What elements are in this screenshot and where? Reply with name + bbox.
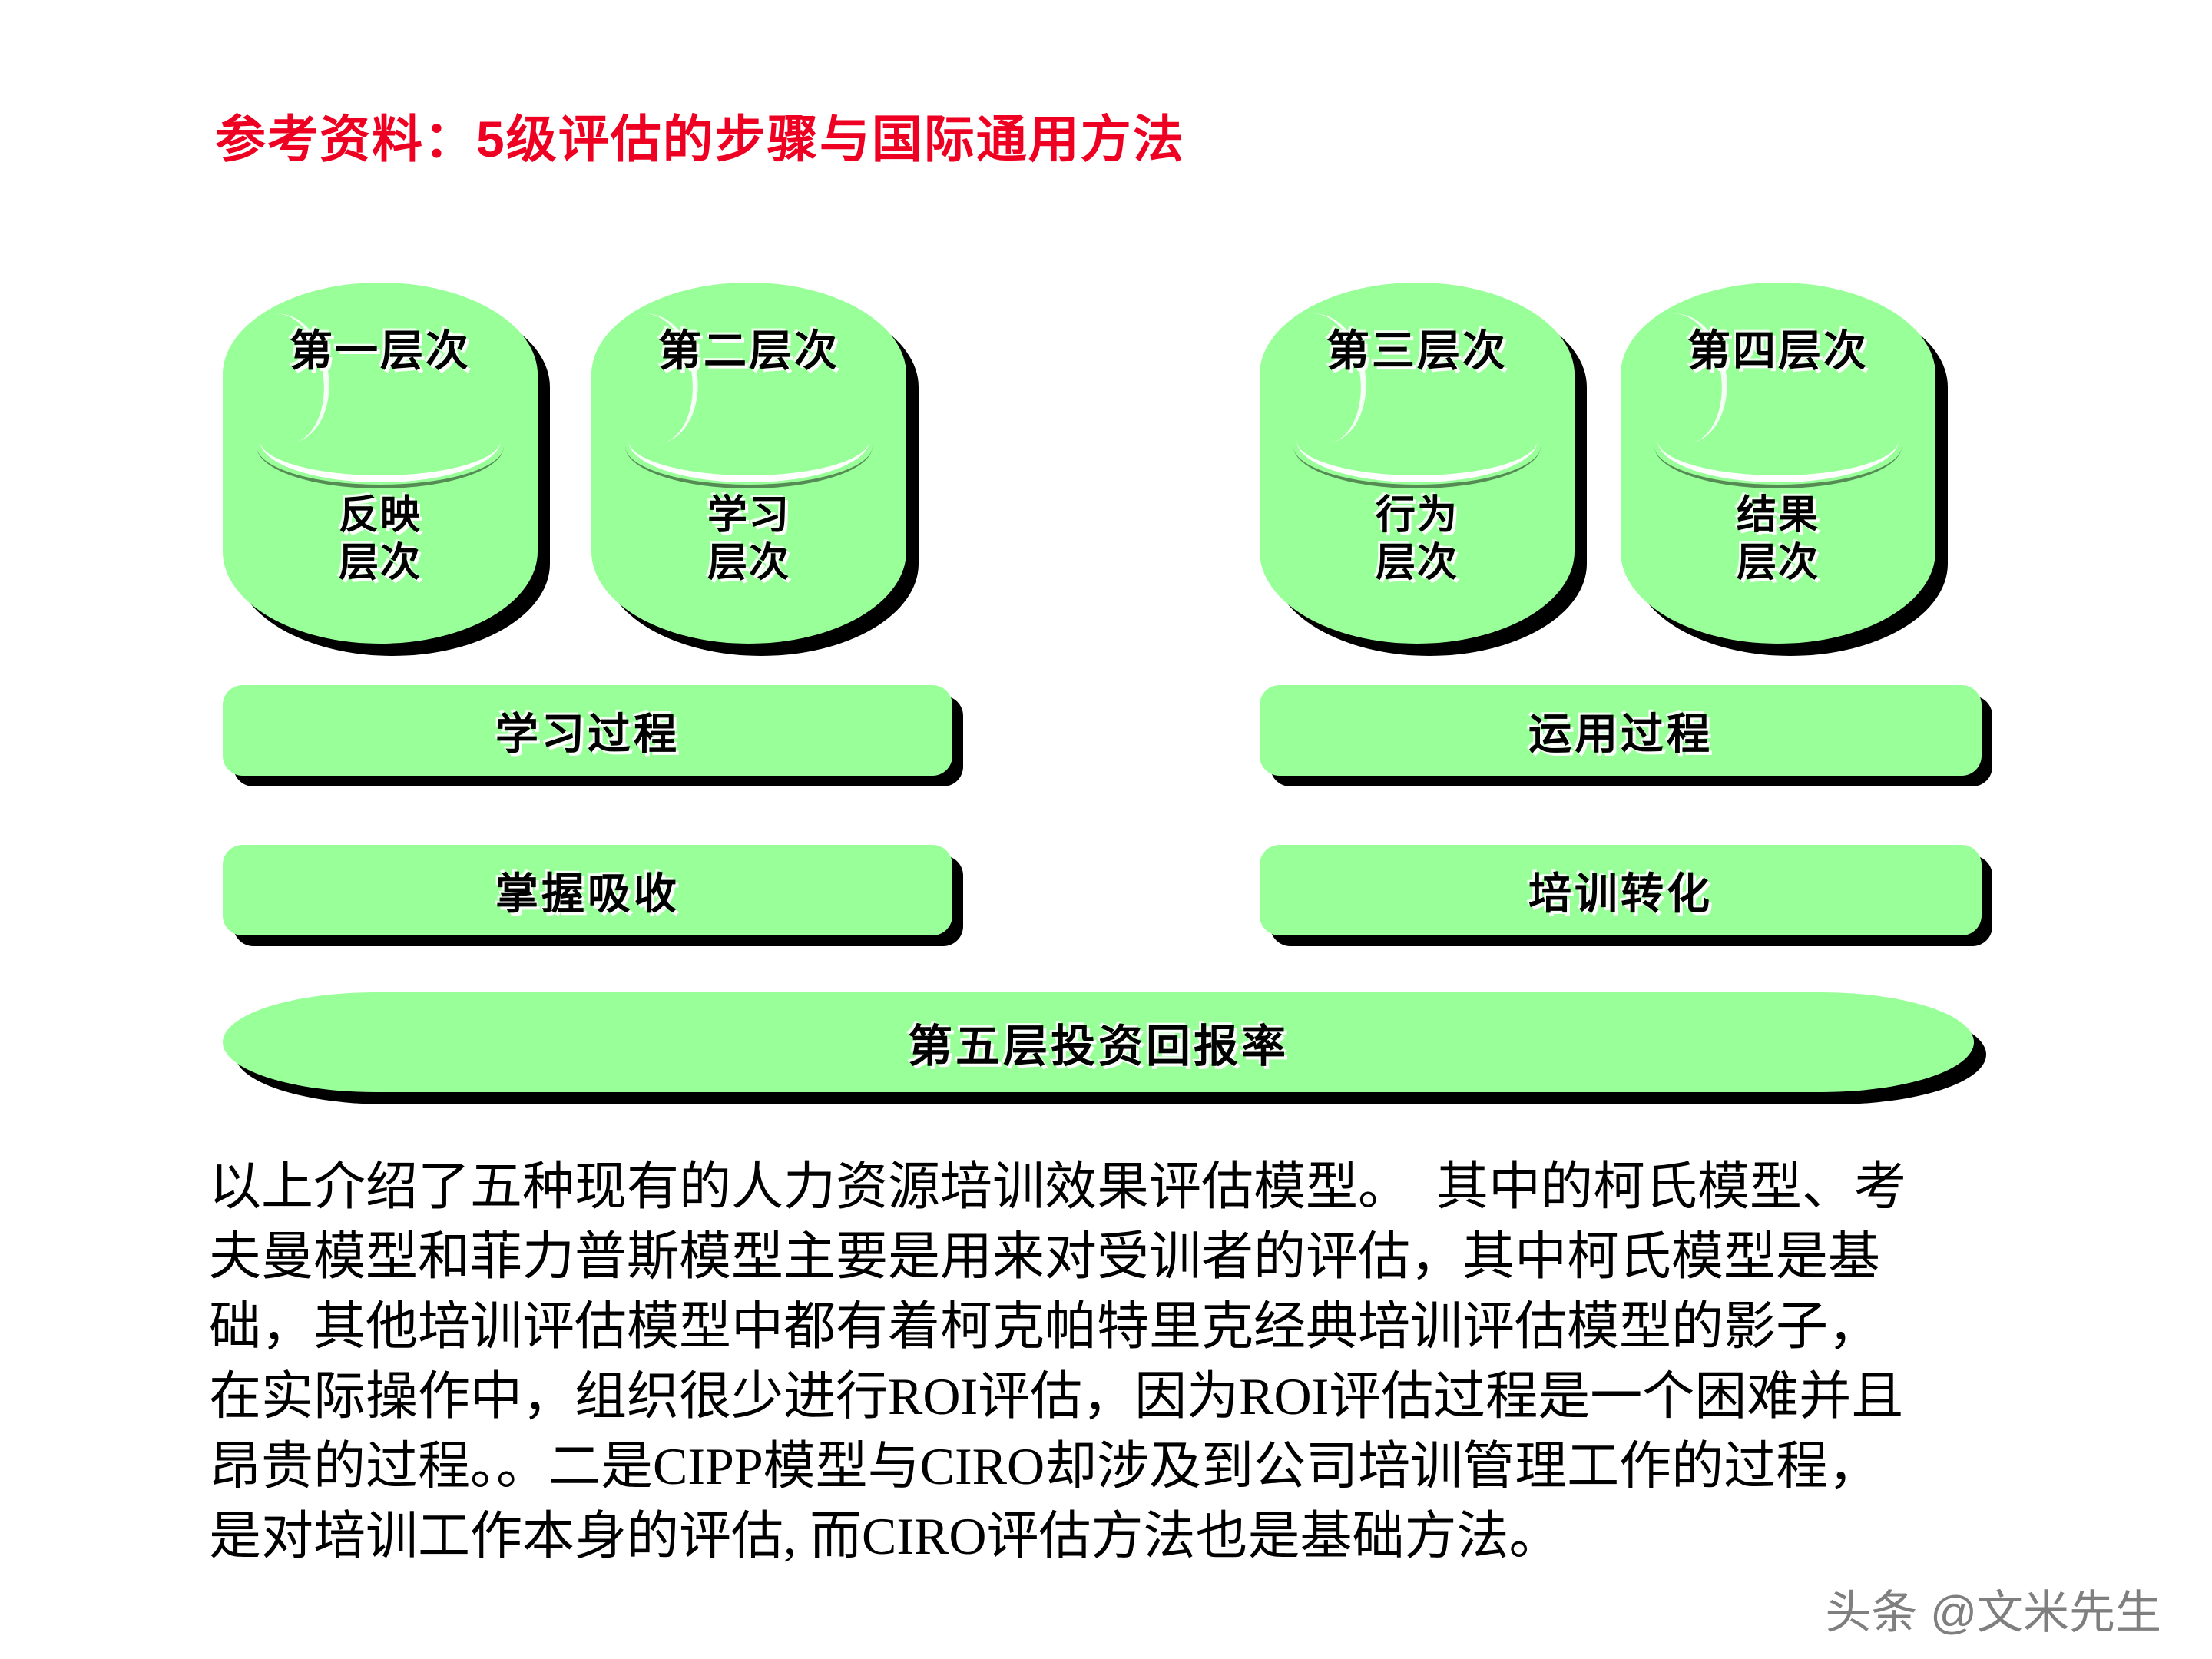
cylinder-header: 第二层次 [658, 326, 839, 375]
roi-bar-label: 第五层投资回报率 [907, 1022, 1289, 1071]
pill-label: 掌握吸收 [495, 869, 680, 918]
pill-body: 学习过程 [223, 685, 952, 776]
body-line: 昂贵的过程。。二是CIPP模型与CIRO却涉及到公司培训管理工作的过程， [209, 1437, 1881, 1495]
body-line: 在实际操作中，组织很少进行ROI评估，因为ROI评估过程是一个困难并且 [209, 1367, 1904, 1426]
cylinder-rim-shade-icon [1293, 404, 1541, 488]
body-paragraph: 以上介绍了五种现有的人力资源培训效果评估模型。 其中的柯氏模型、考 夫曼模型和菲… [209, 1152, 2052, 1571]
pill-label: 培训转化 [1528, 869, 1713, 918]
cylinder-rim-shade-icon [1654, 404, 1902, 488]
pill-label: 学习过程 [495, 709, 680, 758]
cylinder-rim-highlight-icon [260, 398, 501, 482]
pill-body: 培训转化 [1260, 845, 1982, 935]
pill-body: 掌握吸收 [223, 845, 952, 935]
cylinder-label-line2: 层次 [338, 541, 422, 586]
pill-training-transfer[interactable]: 培训转化 [1260, 845, 1992, 946]
evaluation-model-diagram: 第一层次 反映 层次 第二层次 学习 层次 第三层次 行为 层次 [223, 283, 1992, 1104]
body-line: 是对培训工作本身的评估, 而CIRO评估方法也是基础方法。 [209, 1507, 1561, 1565]
cylinder-label-line2: 层次 [707, 541, 790, 586]
cylinder-level-2[interactable]: 第二层次 学习 层次 [591, 283, 919, 656]
body-line: 础，其他培训评估模型中都有着柯克帕特里克经典培训评估模型的影子， [209, 1297, 1881, 1356]
cylinder-rim-shade-icon [625, 404, 873, 488]
cylinder-header: 第三层次 [1326, 326, 1508, 375]
pill-body: 运用过程 [1260, 685, 1982, 776]
cylinder-level-4[interactable]: 第四层次 结果 层次 [1621, 283, 1948, 656]
cylinder-rim-highlight-icon [628, 398, 869, 482]
page-title: 参考资料：5级评估的步骤与国际通用方法 [215, 111, 1185, 167]
cylinder-label: 结果 层次 [1621, 492, 1936, 588]
cylinder-label-line1: 反映 [338, 493, 422, 538]
pill-mastery-absorption[interactable]: 掌握吸收 [223, 845, 963, 946]
cylinder-level-1[interactable]: 第一层次 反映 层次 [223, 283, 550, 656]
cylinder-label-line1: 行为 [1375, 493, 1459, 538]
cylinder-header: 第一层次 [290, 326, 471, 375]
body-line: 夫曼模型和菲力普斯模型主要是用来对受训者的评估，其中柯氏模型是基 [209, 1227, 1881, 1286]
roi-bar-body: 第五层投资回报率 [223, 992, 1974, 1092]
cylinder-label-line2: 层次 [1736, 541, 1820, 586]
pill-application-process[interactable]: 运用过程 [1260, 685, 1992, 786]
cylinder-rim-highlight-icon [1657, 398, 1899, 482]
cylinder-label: 行为 层次 [1260, 492, 1575, 588]
cylinder-header: 第四层次 [1687, 326, 1869, 375]
pill-label: 运用过程 [1528, 709, 1713, 758]
cylinder-label-line1: 结果 [1736, 493, 1820, 538]
cylinder-level-3[interactable]: 第三层次 行为 层次 [1260, 283, 1587, 656]
pill-learning-process[interactable]: 学习过程 [223, 685, 963, 786]
watermark: 头条 @文米先生 [1825, 1587, 2161, 1638]
cylinder-label: 学习 层次 [591, 492, 906, 588]
cylinder-label: 反映 层次 [223, 492, 538, 588]
cylinder-rim-highlight-icon [1296, 398, 1538, 482]
cylinder-label-line1: 学习 [707, 493, 790, 538]
roi-bar[interactable]: 第五层投资回报率 [223, 992, 1986, 1104]
body-line: 以上介绍了五种现有的人力资源培训效果评估模型。 其中的柯氏模型、考 [209, 1157, 1907, 1216]
cylinder-rim-shade-icon [257, 404, 504, 488]
cylinder-label-line2: 层次 [1375, 541, 1459, 586]
